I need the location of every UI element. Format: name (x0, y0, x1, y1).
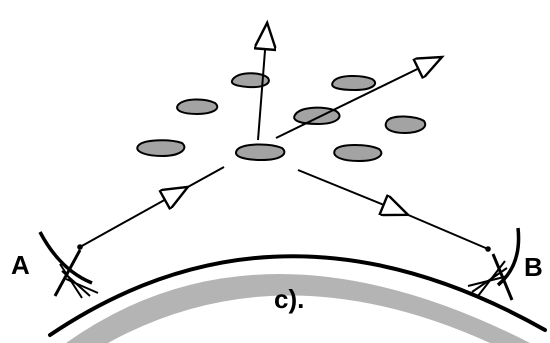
particle (384, 115, 427, 135)
rays (80, 25, 491, 252)
station-b-label: B (524, 252, 543, 282)
earth-surface (48, 254, 547, 343)
scattering-particles (136, 72, 427, 163)
particle (230, 72, 270, 89)
ray-forward-up (275, 58, 440, 139)
particle (136, 139, 186, 158)
station-b-antenna (467, 227, 521, 301)
particle (333, 144, 383, 163)
station-a-dish (38, 231, 93, 285)
earth-shadow-band (66, 274, 530, 343)
ray-a-to-volume (80, 188, 186, 247)
particle (331, 75, 377, 92)
particle (234, 143, 286, 162)
station-a-antenna (38, 231, 99, 299)
ray-up (258, 25, 267, 141)
station-b-dish (496, 227, 521, 287)
station-a-label: A (11, 250, 30, 280)
particle (176, 98, 219, 116)
panel-label: c). (274, 284, 304, 314)
earth-outline (48, 254, 547, 337)
ray-volume-to-b (297, 169, 406, 214)
